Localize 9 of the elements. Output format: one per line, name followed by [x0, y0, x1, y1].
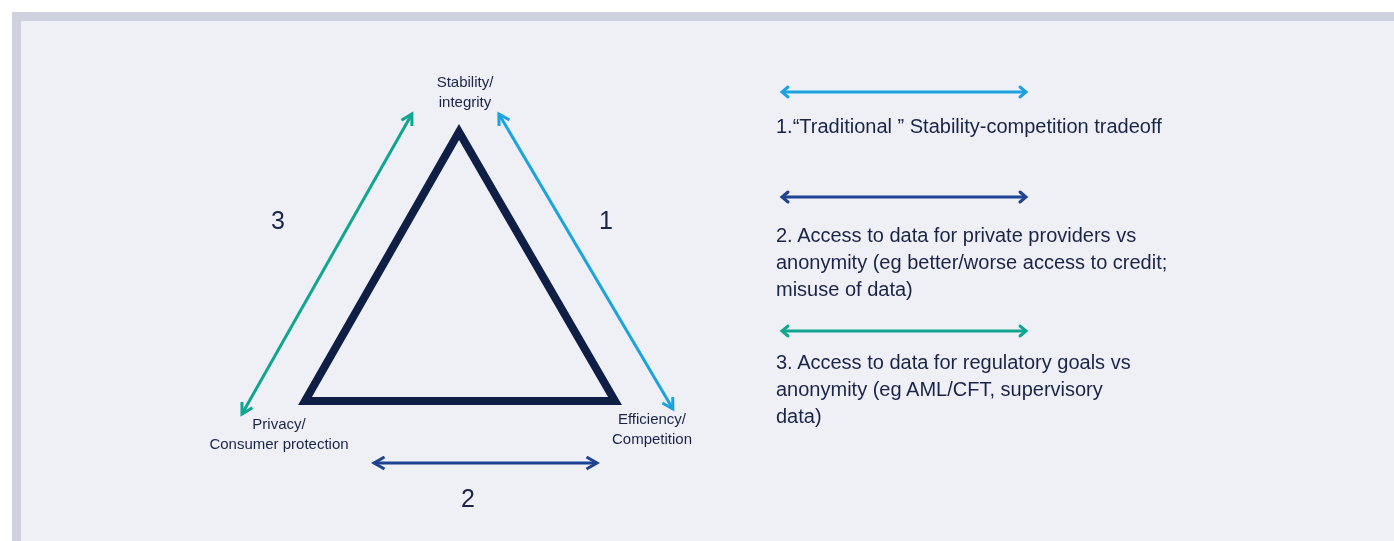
double-arrow — [497, 112, 675, 411]
corner-label: Efficiency/ Competition — [610, 409, 693, 449]
legend-text: 1.“Traditional ” Stability-competition tradeoff — [776, 114, 1163, 139]
corner-label: Privacy/ Consumer protection — [208, 414, 350, 454]
double-arrow — [240, 112, 414, 416]
legend-text: 3. Access to data for regulatory goals vs anonymity (eg AML/CFT, supervisory data) — [776, 350, 1132, 429]
legend-text: 2. Access to data for private providers vs anonymity (eg better/worse access to credit; misuse of data) — [776, 223, 1169, 302]
double-arrow — [372, 455, 599, 471]
corner-label: Stability/ integrity — [435, 72, 495, 112]
